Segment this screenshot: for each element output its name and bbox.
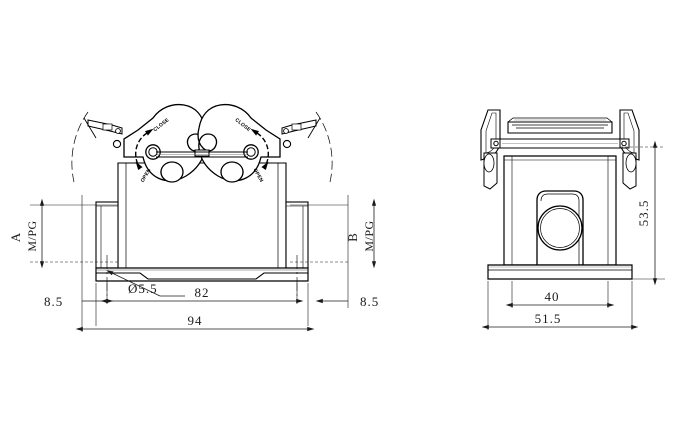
lever-left-boss-shadow — [160, 169, 173, 183]
lever-left-hinge — [87, 119, 123, 149]
side-hinge-bracket-right — [622, 152, 637, 190]
mounting-hole-centerlines — [106, 255, 298, 300]
side-cable-entry-recess-inner — [540, 193, 580, 265]
dim-label-flange-left: 8.5 — [44, 294, 63, 309]
hood-top-crossbar — [156, 149, 248, 158]
dim-label-overall-depth: 51.5 — [535, 311, 562, 326]
dim-label-flange-right: 8.5 — [360, 294, 379, 309]
dim-label-hole-diameter: Ø5.5 — [128, 281, 158, 296]
side-top-plate-detail — [507, 117, 613, 129]
lever-left-pivot-inner — [148, 147, 158, 157]
side-hood-body-edges — [504, 156, 616, 265]
lever-right-hinge — [281, 119, 317, 149]
dim-label-overall-height: 53.5 — [636, 200, 651, 227]
dim-label-a: A — [8, 232, 23, 242]
front-dim-vert-ext — [81, 195, 349, 332]
dim-label-mpg-left: M/PG — [25, 220, 39, 251]
dim-label-b: B — [345, 232, 360, 242]
front-view-group: CLOSE OPEN CLOSE OPEN — [71, 103, 333, 300]
lever-right-rotation-arc — [250, 128, 270, 171]
front-dim-ext-lines — [30, 204, 348, 263]
lever-right-pivot-inner — [246, 147, 256, 157]
dim-label-overall-width: 94 — [188, 313, 203, 328]
leader-hole-diameter — [106, 270, 185, 297]
lever-left-hinge-tick — [83, 117, 97, 139]
lever-right — [197, 103, 321, 183]
side-top-plate — [507, 121, 613, 134]
base-plate-detail — [96, 272, 308, 280]
lever-left: CLOSE OPEN — [83, 103, 207, 183]
flange-left-inner — [96, 205, 118, 268]
base-plate — [95, 267, 309, 282]
side-cable-entry-hole-inner — [540, 208, 580, 248]
side-view-group — [480, 109, 640, 280]
side-cable-entry-hole — [537, 205, 583, 251]
lever-left-rotation-arc — [134, 128, 154, 171]
front-view-dimensions: A M/PG B M/PG 8.5 82 8.5 94 — [8, 195, 379, 332]
dim-label-inner-width: 40 — [545, 289, 560, 304]
side-hinge-bracket-left — [483, 152, 498, 190]
dim-label-mpg-right: M/PG — [362, 220, 376, 251]
hood-body-edges — [125, 163, 279, 268]
lever-right-boss-shadow — [231, 169, 244, 183]
side-view-dimensions: 53.5 40 51.5 — [481, 140, 665, 330]
dim-label-mount-span: 82 — [195, 285, 210, 300]
lever-right-hinge-tick — [307, 117, 321, 139]
flange-right-inner — [286, 205, 308, 268]
